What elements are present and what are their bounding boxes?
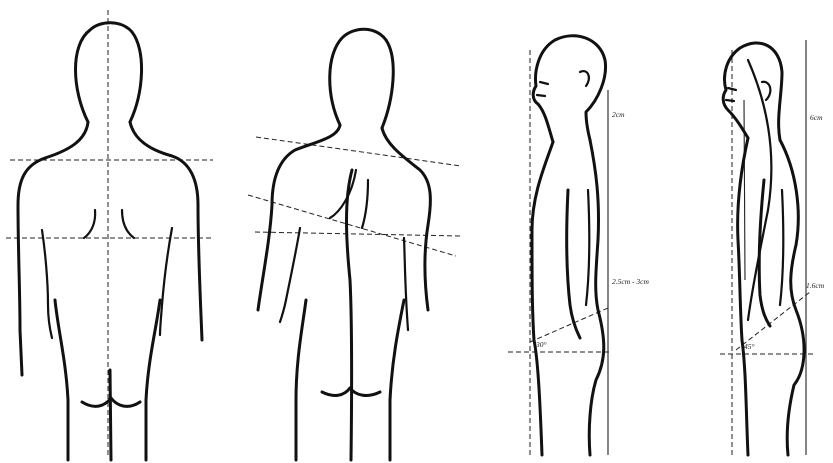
right-torso-side	[146, 300, 160, 460]
curved-spine	[347, 170, 353, 460]
front-body-outline	[738, 138, 748, 455]
lumbar-gap-label: 1.6cm	[806, 281, 825, 290]
tilted-shoulder-guide	[256, 137, 461, 166]
head-outline	[330, 29, 394, 128]
pelvic-tilt-guide	[530, 308, 608, 342]
figure-side-normal: 2cm 2.5cm - 3cm 30°	[508, 36, 649, 455]
left-torso-side	[55, 300, 68, 460]
left-torso-side	[296, 300, 306, 460]
right-scapula	[122, 210, 134, 238]
left-body-outline	[258, 125, 340, 310]
left-arm-inner	[42, 230, 52, 338]
face-details	[537, 82, 548, 96]
right-arm-inner	[160, 228, 172, 335]
body-axis-line	[744, 100, 745, 280]
head-outline	[76, 23, 142, 122]
ear	[762, 82, 770, 100]
back-body-outline	[780, 140, 804, 455]
face-details	[726, 88, 736, 101]
front-body-outline	[532, 142, 553, 455]
right-scapula	[362, 180, 368, 228]
arm-back-outline	[780, 190, 783, 305]
left-arm-inner	[280, 228, 300, 322]
arm-outline	[567, 190, 580, 338]
right-torso-side	[390, 300, 404, 460]
neck-gap-label: 6cm	[810, 113, 823, 122]
pelvic-angle-label: 30°	[535, 340, 547, 349]
head-outline	[533, 36, 605, 142]
left-scapula	[84, 210, 95, 238]
waist-level-guide	[255, 232, 461, 236]
spine-line	[110, 370, 111, 460]
right-body-outline	[130, 122, 202, 340]
figure-back-normal	[6, 10, 213, 460]
arm-back-outline	[586, 190, 589, 305]
right-arm-inner	[404, 238, 408, 330]
ear	[580, 71, 589, 86]
pelvic-angle-label: 45°	[744, 342, 755, 351]
lumbar-gap-label: 2.5cm - 3cm	[612, 277, 649, 286]
neck-gap-label: 2cm	[612, 110, 625, 119]
figure-back-asymmetric	[248, 29, 461, 460]
left-scapula	[330, 170, 356, 218]
back-body-outline	[589, 140, 604, 455]
figure-side-kyphotic: 6cm 1.6cm 45°	[720, 40, 825, 455]
